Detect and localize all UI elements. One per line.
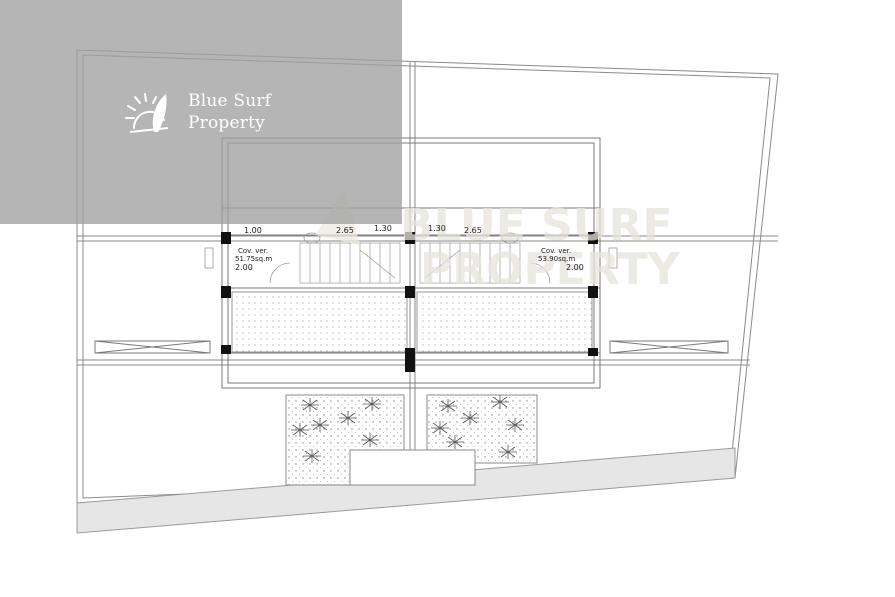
entrance-path xyxy=(349,449,476,486)
watermark: BLUE SURF PROPERTY xyxy=(315,190,681,295)
terrace-left xyxy=(231,291,408,353)
left-unit-width-c: 1.30 xyxy=(374,224,392,233)
svg-text:BLUE SURF: BLUE SURF xyxy=(400,200,672,251)
brand-name-line1: Blue Surf xyxy=(188,91,272,111)
right-unit-width-a: 1.30 xyxy=(428,224,446,233)
brand-name-line2: Property xyxy=(188,113,265,133)
brand-logo: Blue Surf Property xyxy=(120,88,300,140)
left-unit-width-b: 2.65 xyxy=(336,226,354,235)
logo-overlay: Blue Surf Property xyxy=(0,0,402,224)
right-cover-label: Cov. ver. xyxy=(541,247,571,255)
stairs xyxy=(299,242,521,284)
left-unit-depth: 2.00 xyxy=(235,263,253,272)
shrubs xyxy=(291,395,524,463)
left-cover-area: 51.75sq.m xyxy=(235,255,272,263)
sun-surfboard-icon xyxy=(125,93,169,133)
terrace-right xyxy=(416,291,593,353)
side-balconies xyxy=(94,340,729,354)
left-cover-label: Cov. ver. xyxy=(238,247,268,255)
right-unit-width-b: 2.65 xyxy=(464,226,482,235)
svg-text:PROPERTY: PROPERTY xyxy=(420,244,681,295)
right-cover-area: 53.90sq.m xyxy=(538,255,575,263)
right-unit-depth: 2.00 xyxy=(566,263,584,272)
ground-strip xyxy=(76,447,736,534)
fixtures xyxy=(204,232,618,284)
columns xyxy=(221,232,598,372)
left-unit-width-a: 1.00 xyxy=(244,226,262,235)
